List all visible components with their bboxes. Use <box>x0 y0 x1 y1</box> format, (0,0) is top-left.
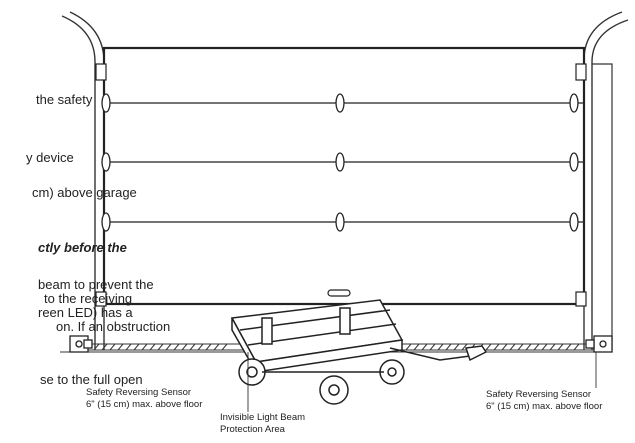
garage-door-panel <box>102 46 586 306</box>
beam-area-caption-line2: Protection Area <box>220 424 285 435</box>
door-handle-slot <box>327 289 351 297</box>
beam-area-caption-line1: Invisible Light Beam <box>220 412 306 423</box>
right-sensor-caption-title: Safety Reversing Sensor <box>486 389 592 400</box>
right-safety-sensor <box>585 335 613 353</box>
instruction-line-4: ctly before the <box>38 240 127 255</box>
door-section-lines <box>101 93 584 232</box>
instruction-line-1: the safety <box>36 92 93 107</box>
right-sensor-caption-note: 6" (15 cm) max. above floor <box>486 401 603 412</box>
instruction-line-9: se to the full open <box>40 372 143 387</box>
instruction-line-3: cm) above garage <box>32 185 137 200</box>
door-corner-brackets <box>95 63 587 307</box>
left-sensor-caption: Safety Reversing Sensor 6" (15 cm) max. … <box>86 387 202 411</box>
left-safety-sensor <box>69 335 93 353</box>
left-sensor-caption-title: Safety Reversing Sensor <box>86 387 192 398</box>
instruction-line-5: beam to prevent the <box>38 277 154 292</box>
callout-lines <box>247 352 597 412</box>
right-sensor-caption: Safety Reversing Sensor 6" (15 cm) max. … <box>486 389 602 413</box>
wagon-obstruction <box>230 299 488 405</box>
right-door-track <box>583 11 629 350</box>
instruction-line-6: to the receiving <box>44 291 133 306</box>
right-wall-outline <box>592 63 613 350</box>
instruction-line-8: on. If an obstruction <box>56 319 171 334</box>
instruction-line-7: reen LED) has a <box>38 305 133 320</box>
beam-area-caption: Invisible Light Beam Protection Area <box>220 412 305 436</box>
instruction-line-2: y device <box>26 150 74 165</box>
left-sensor-caption-note: 6" (15 cm) max. above floor <box>86 399 203 410</box>
